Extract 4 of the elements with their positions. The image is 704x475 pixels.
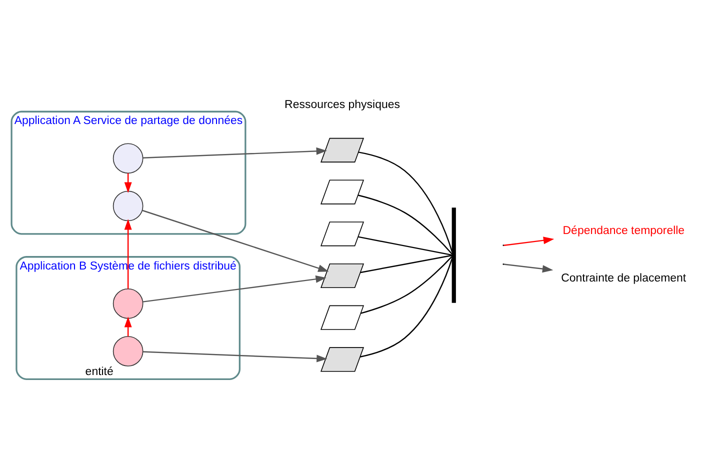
- legend-label: Contrainte de placement: [561, 272, 686, 284]
- legend-label: Dépendance temporelle: [562, 224, 685, 237]
- node-label: entité: [85, 366, 114, 378]
- label: Ressources physiques: [284, 98, 400, 111]
